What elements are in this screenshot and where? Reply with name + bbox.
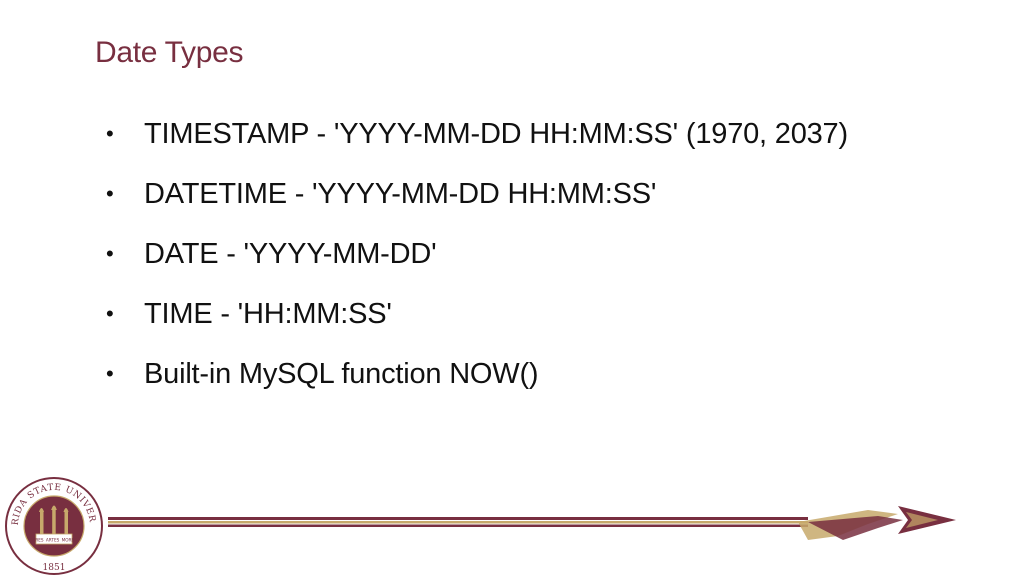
bullet-text: TIMESTAMP - 'YYYY-MM-DD HH:MM:SS' (1970,… (144, 118, 848, 150)
bullet-list: • TIMESTAMP - 'YYYY-MM-DD HH:MM:SS' (197… (100, 108, 920, 408)
bullet-item: • DATE - 'YYYY-MM-DD' (100, 228, 920, 280)
bullet-item: • DATETIME - 'YYYY-MM-DD HH:MM:SS' (100, 168, 920, 220)
seal-motto-mid: ARTES (46, 538, 60, 543)
seal-year: 1851 (43, 563, 66, 573)
bullet-item: • TIMESTAMP - 'YYYY-MM-DD HH:MM:SS' (197… (100, 108, 904, 160)
bullet-dot-icon: • (106, 361, 114, 386)
bullet-dot-icon: • (106, 301, 114, 326)
bullet-dot-icon: • (106, 241, 114, 266)
bullet-item: • Built-in MySQL function NOW() (100, 348, 920, 400)
bullet-item: • TIME - 'HH:MM:SS' (100, 288, 920, 340)
bullet-text: Built-in MySQL function NOW() (144, 358, 539, 390)
bullet-dot-icon: • (106, 121, 114, 146)
bullet-dot-icon: • (106, 181, 114, 206)
seal-motto-left: VIRES (31, 538, 44, 543)
bullet-text: DATETIME - 'YYYY-MM-DD HH:MM:SS' (144, 178, 657, 210)
bullet-text: TIME - 'HH:MM:SS' (144, 298, 392, 330)
seal-motto-right: MORES (62, 538, 77, 543)
university-seal-icon: FLORIDA STATE UNIVERSITY VIRES ARTES MOR… (4, 476, 103, 575)
slide-title: Date Types (95, 36, 244, 69)
bullet-text: DATE - 'YYYY-MM-DD' (144, 238, 437, 270)
svg-text:VIRES ARTES MORES: VIRES ARTES MORES (31, 538, 77, 543)
spear-divider-icon (108, 506, 956, 540)
